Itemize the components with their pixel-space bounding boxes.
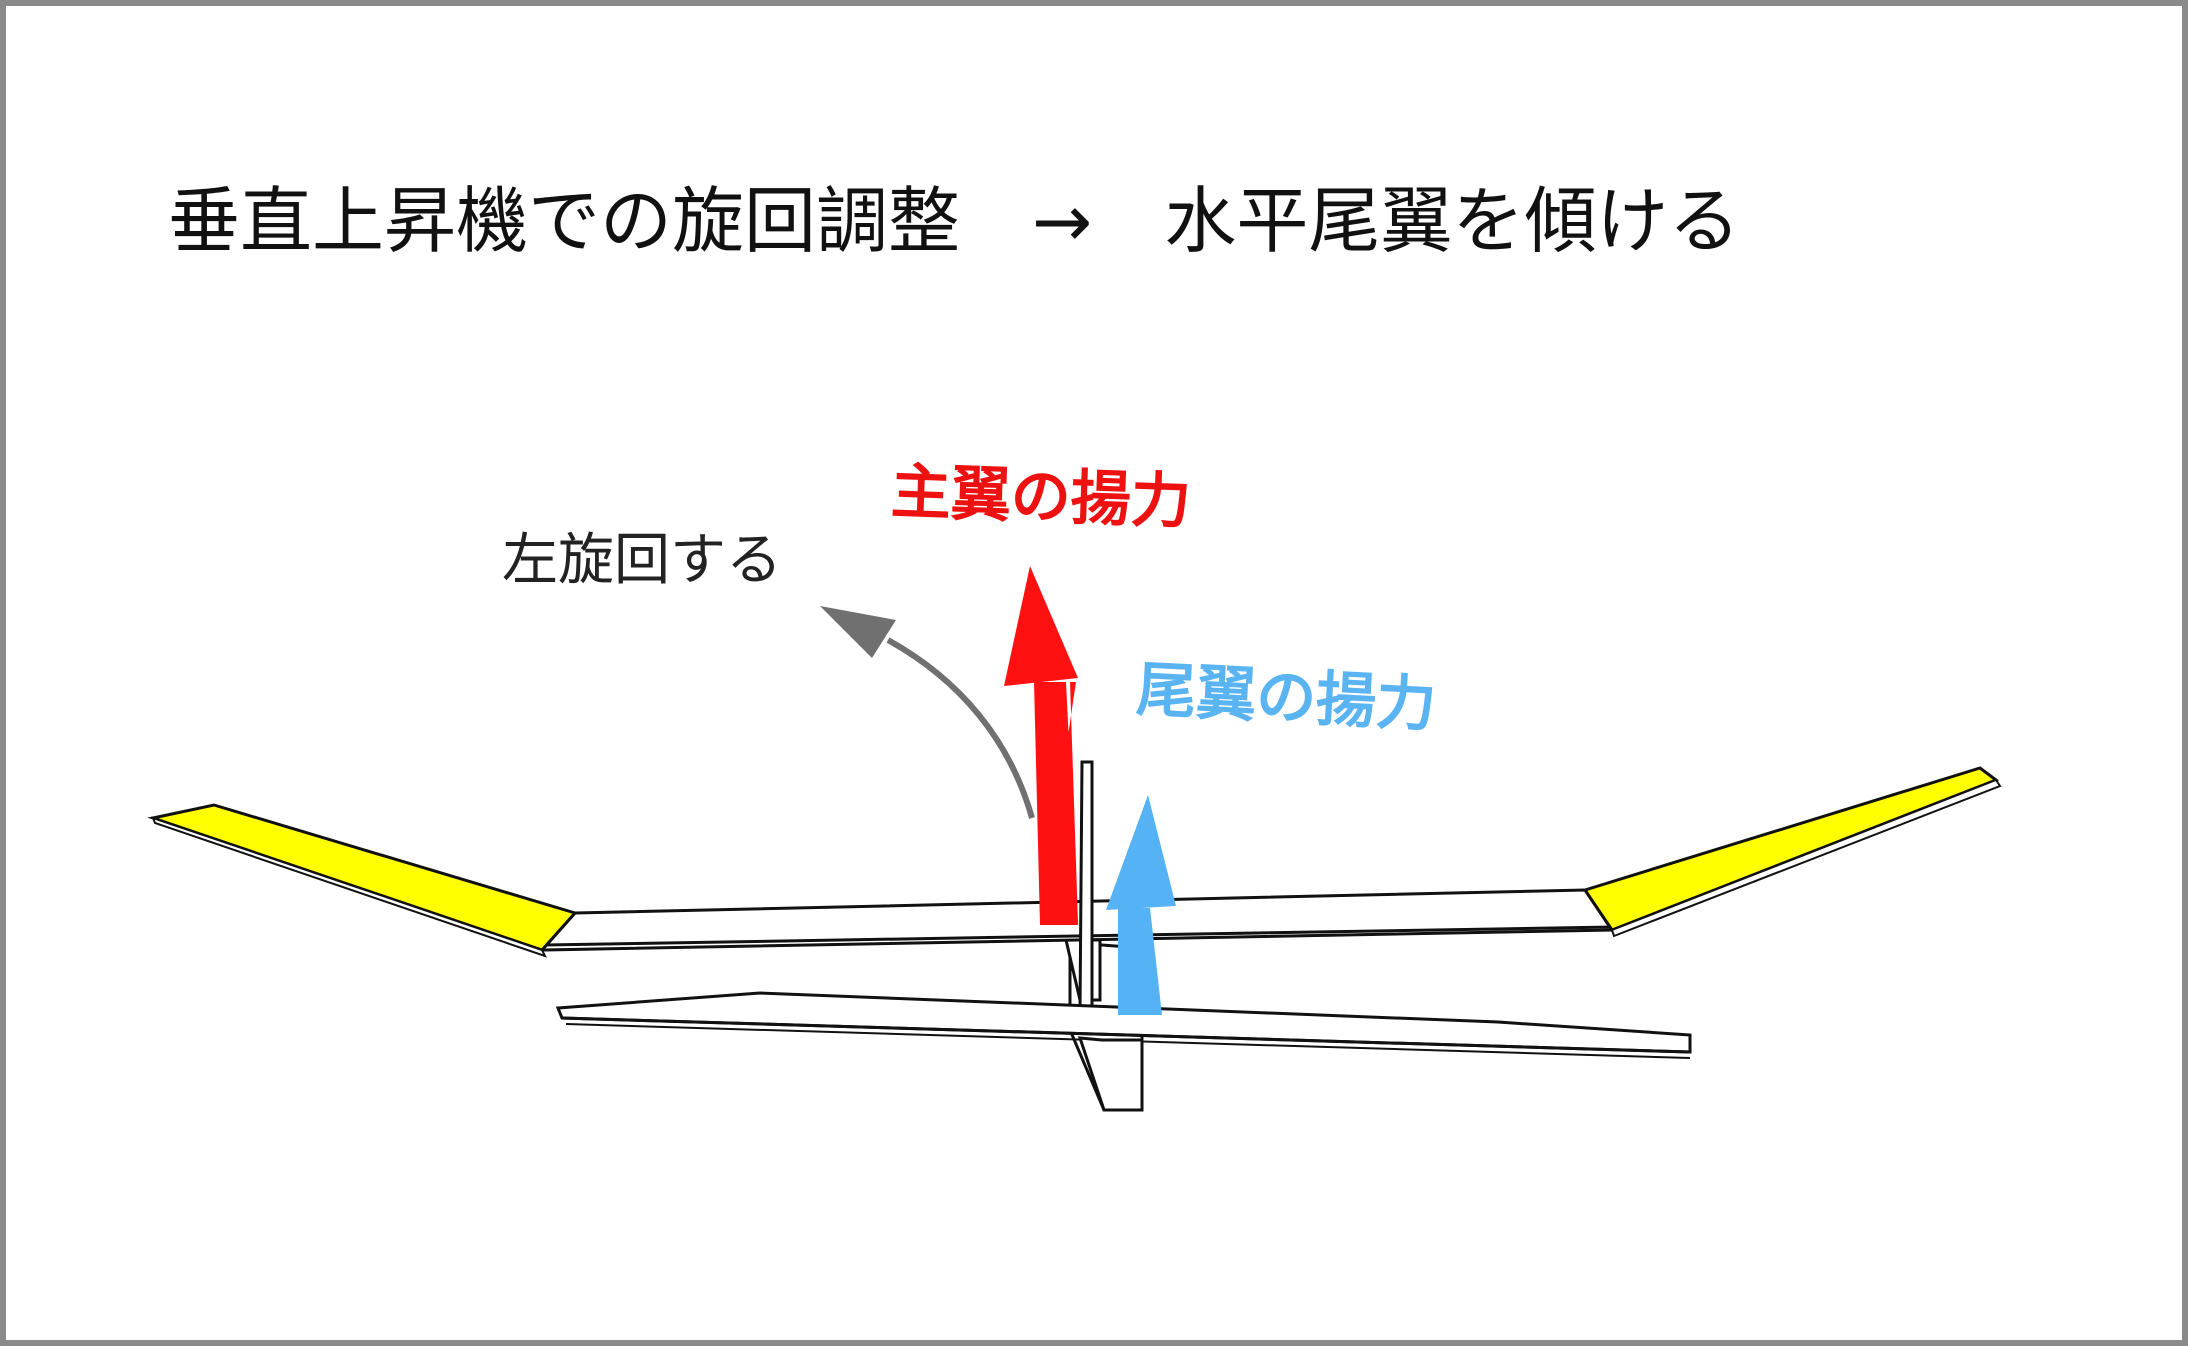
left-wingtip-edge [151,816,547,958]
left-wingtip [147,803,578,952]
tail-lift-arrow-shaft [1118,908,1162,1015]
diagram-title: 垂直上昇機での旋回調整 → 水平尾翼を傾ける [168,179,1741,263]
tail-lift-label: 尾翼の揚力 [1134,655,1438,741]
right-wingtip [1582,766,2000,932]
vertical-fin [1078,760,1094,1012]
right-wingtip-edge [1610,778,2002,938]
turn-arrow-curve [886,637,1035,819]
main-lift-arrow-shaft [1034,682,1078,925]
main-lift-label: 主翼の揚力 [889,457,1192,538]
fuselage-tail [1077,1036,1144,1112]
turn-label: 左旋回する [502,528,782,593]
main-lift-arrow-head [1004,566,1078,686]
tail-lift-arrow-head [1106,795,1176,910]
turn-arrow-head [820,606,896,658]
